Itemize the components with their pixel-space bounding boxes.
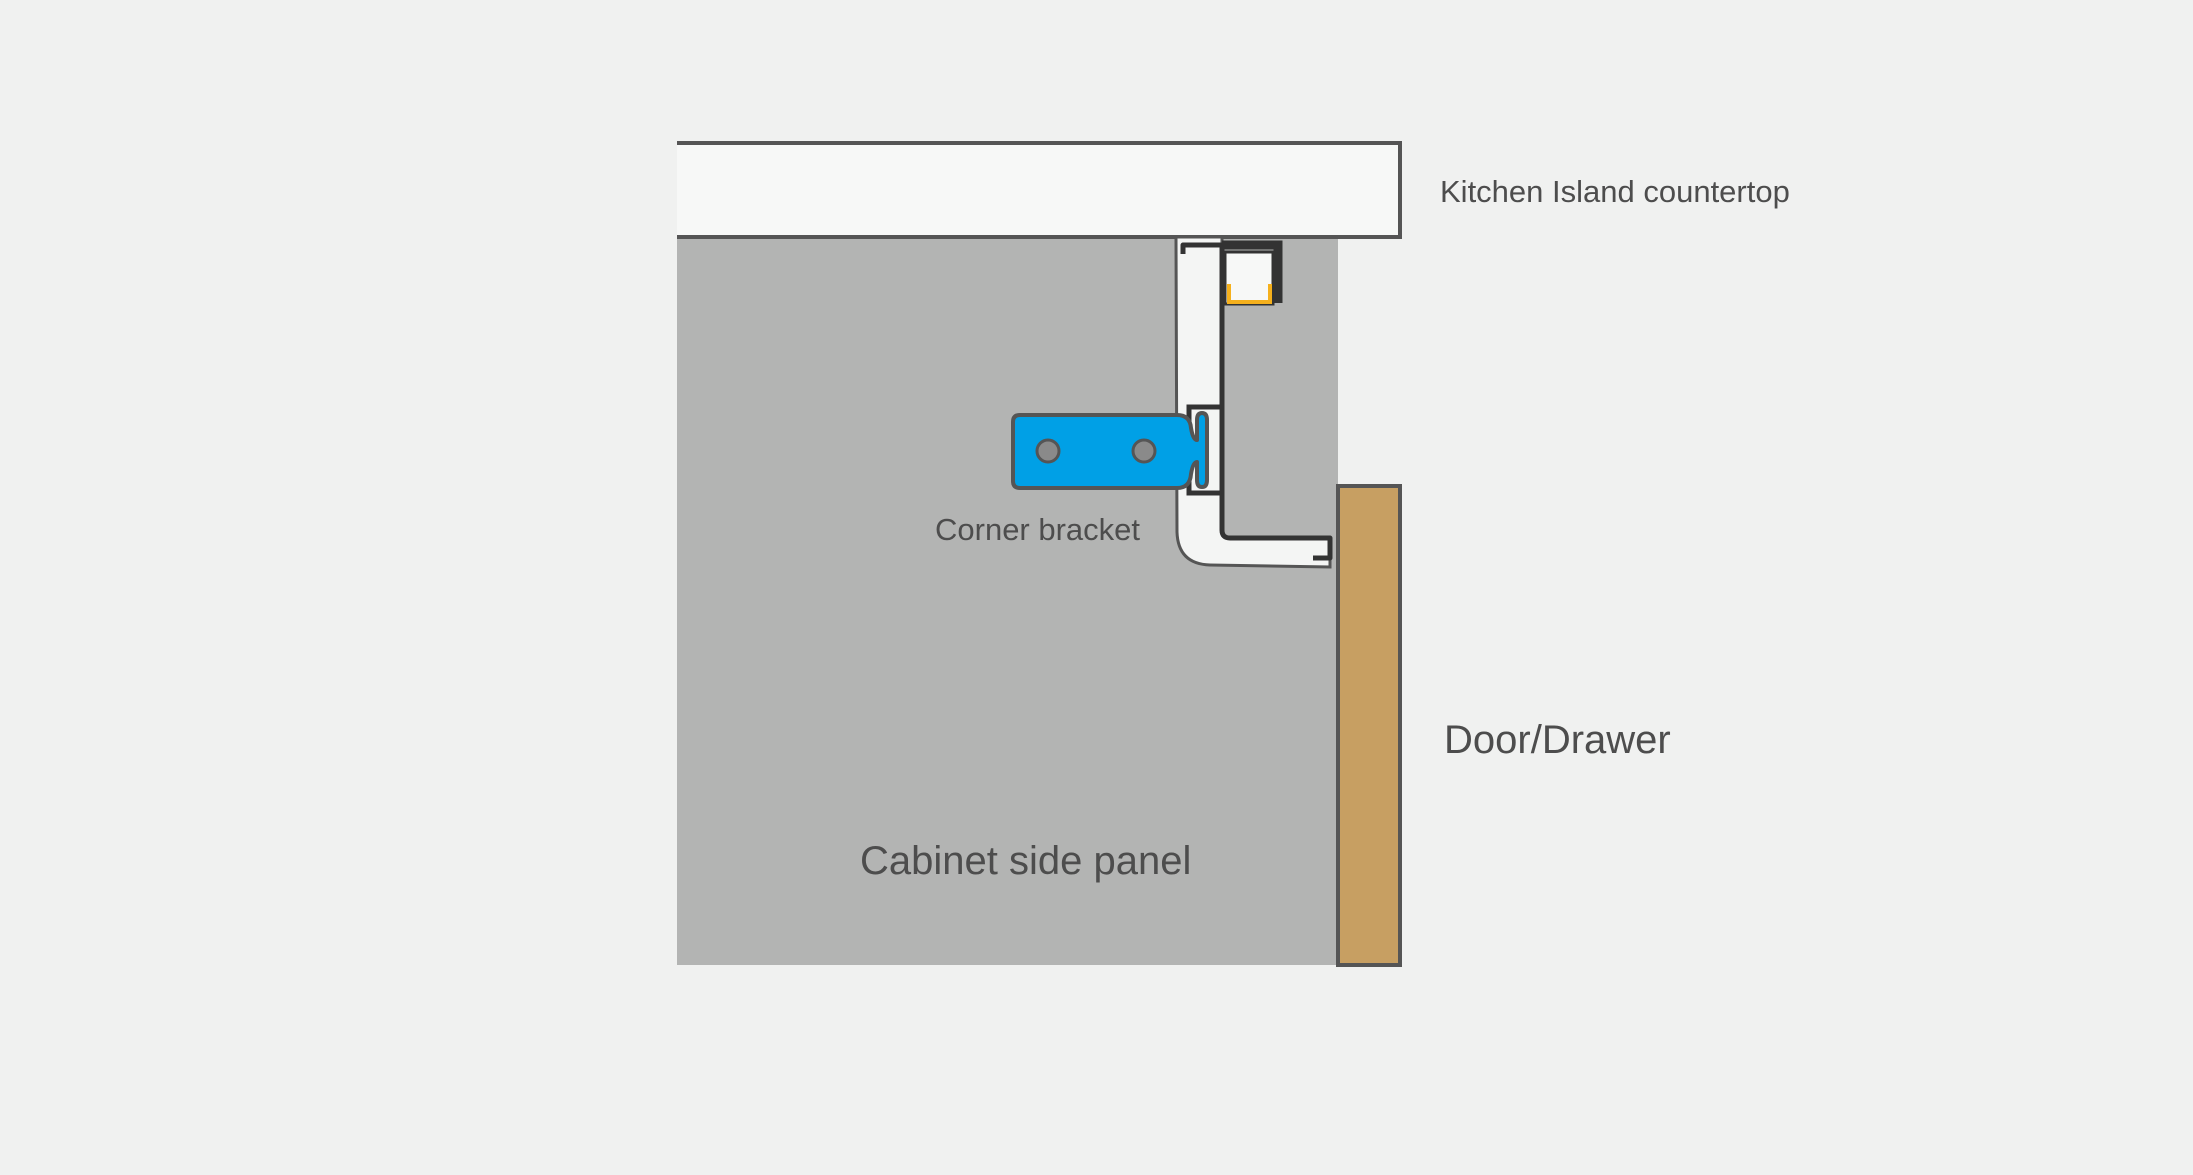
led-channel bbox=[1223, 250, 1275, 306]
profile-top-lip bbox=[1222, 240, 1283, 303]
screw-icon bbox=[1035, 438, 1061, 464]
label-door-drawer: Door/Drawer bbox=[1444, 718, 1671, 762]
cabinet-side-panel bbox=[677, 237, 1338, 965]
door-drawer bbox=[1336, 484, 1402, 967]
label-corner-bracket: Corner bracket bbox=[935, 512, 1140, 547]
label-countertop: Kitchen Island countertop bbox=[1440, 174, 1790, 209]
kitchen-island-countertop bbox=[677, 141, 1402, 239]
aluminum-profile bbox=[1180, 242, 1333, 561]
screw-icon bbox=[1131, 438, 1157, 464]
led-strip bbox=[1227, 284, 1272, 304]
label-cabinet-side-panel: Cabinet side panel bbox=[860, 839, 1191, 883]
corner-bracket bbox=[1011, 411, 1209, 490]
